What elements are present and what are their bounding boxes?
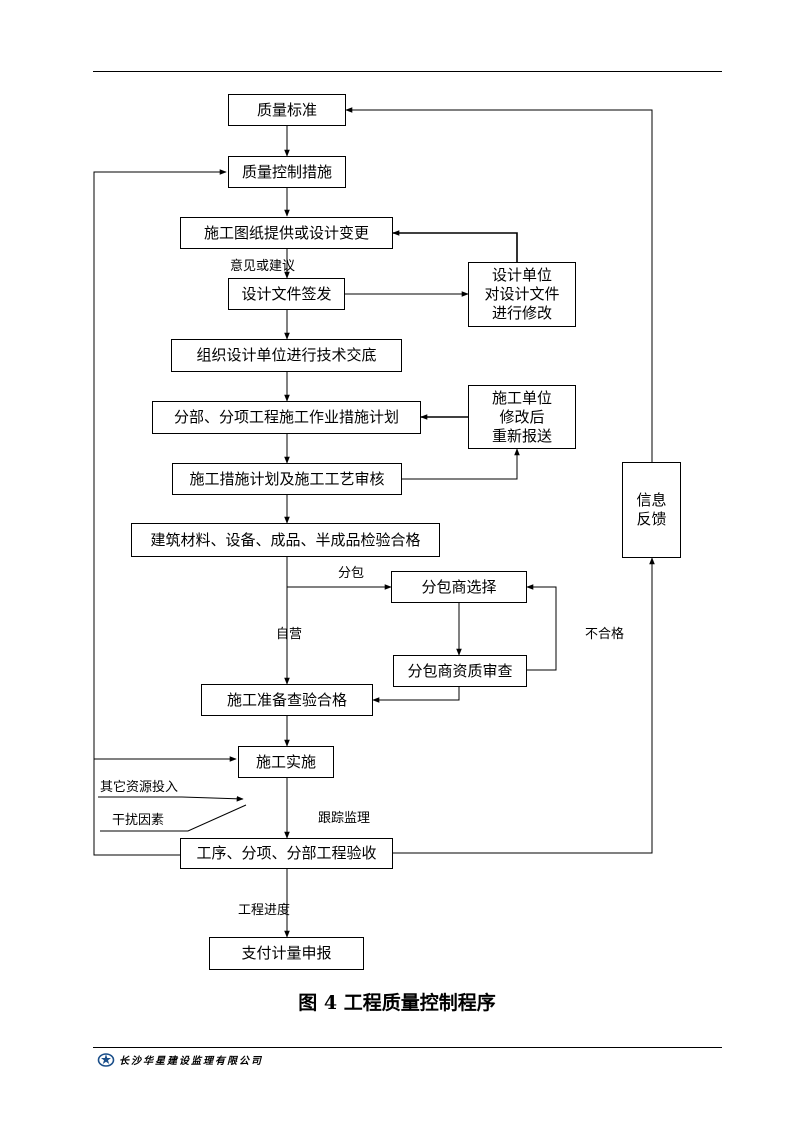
arrow-feedback-to-standard [345,107,653,462]
arrow-review-to-contractor [402,448,520,480]
label-opinion-or-suggestion: 意见或建议 [230,259,296,274]
box-plan-process-review: 施工措施计划及施工工艺审核 [172,463,402,495]
box-work-measure-plan: 分部、分项工程施工作业措施计划 [152,401,421,434]
box-info-feedback: 信息 反馈 [622,462,681,558]
box-construction-prep-check: 施工准备查验合格 [201,684,373,716]
box-subcontractor-qualification: 分包商资质审查 [393,655,527,687]
company-logo-icon [97,1053,115,1067]
label-other-resources: 其它资源投入 [100,780,179,795]
box-materials-inspection: 建筑材料、设备、成品、半成品检验合格 [131,523,440,557]
arrow-left-loop-to-measures [93,169,227,856]
label-progress: 工程进度 [238,903,291,918]
box-acceptance: 工序、分项、分部工程验收 [180,838,393,869]
figure-caption: 图 4 工程质量控制程序 [298,992,496,1014]
box-design-unit-revise: 设计单位 对设计文件 进行修改 [468,262,576,327]
box-quality-standard: 质量标准 [228,94,346,126]
arrow-qualification-to-prep [372,687,460,703]
box-construction-implementation: 施工实施 [238,746,334,778]
box-subcontractor-selection: 分包商选择 [391,571,527,603]
box-design-doc-signoff: 设计文件签发 [228,278,345,310]
arrow-design-unit-to-drawings [392,230,518,262]
footer: 长沙华星建设监理有限公司 [97,1049,263,1069]
company-name: 长沙华星建设监理有限公司 [119,1055,263,1067]
label-unqualified: 不合格 [585,627,625,642]
label-subcontract: 分包 [338,566,365,581]
label-self-operated: 自营 [276,627,303,642]
box-payment-report: 支付计量申报 [209,937,364,970]
label-tracking-supervision: 跟踪监理 [318,811,371,826]
arrow-other-resources [181,795,244,802]
footer-rule [93,1047,722,1048]
label-interference: 干扰因素 [112,813,165,828]
arrow-acceptance-to-feedback [393,557,655,854]
header-rule [93,71,722,72]
box-quality-control-measures: 质量控制措施 [228,156,346,188]
box-contractor-resubmit: 施工单位 修改后 重新报送 [468,385,576,449]
box-drawings-or-design-change: 施工图纸提供或设计变更 [180,217,393,249]
interference-line [100,804,247,832]
box-tech-briefing: 组织设计单位进行技术交底 [171,339,402,372]
arrow-unqualified-loop [526,584,557,671]
